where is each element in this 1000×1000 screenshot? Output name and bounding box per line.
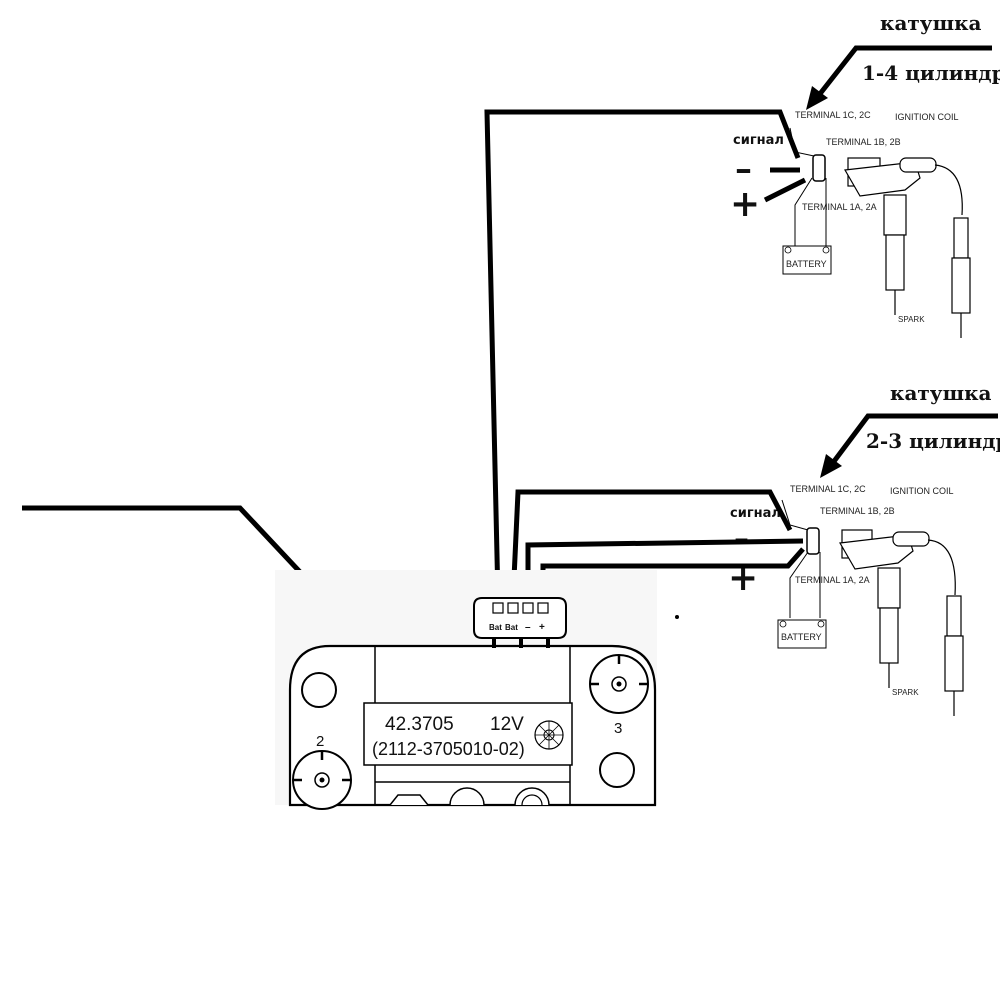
wire-bat1-to-coil-1-4 bbox=[484, 109, 801, 601]
coil-2-3-minus-label: – bbox=[734, 521, 749, 556]
connector-pin-3-socket bbox=[522, 602, 534, 614]
coil-2-3-right-plug-icon bbox=[944, 635, 964, 692]
module-mount-hole-top-left-icon bbox=[301, 672, 337, 708]
coil-1-4-ignition-coil: IGNITION COIL bbox=[895, 112, 959, 122]
connector-pin-2-label: Bat bbox=[505, 623, 518, 632]
coil-2-3-battery-minus-terminal-icon bbox=[779, 620, 787, 628]
module-gear-boss-inner-icon bbox=[521, 794, 543, 806]
coil-2-3-subtitle: 2-3 цилиндр bbox=[866, 429, 1000, 453]
coil-2-3-left-boot-icon bbox=[877, 567, 901, 609]
coil-1-4-battery-plus-terminal-icon bbox=[822, 246, 830, 254]
coil-1-4-right-boot-icon bbox=[953, 217, 969, 259]
coil-2-3-plus-label: + bbox=[728, 557, 758, 599]
wire-bat2-to-coil-2-3 bbox=[510, 489, 793, 601]
coil-2-3-arrow-head bbox=[820, 454, 842, 478]
coil-1-4-title: катушка bbox=[880, 11, 982, 35]
module-hex-nut-icon bbox=[389, 794, 429, 806]
coil-2-3-left-plug-icon bbox=[879, 607, 899, 664]
module-hv-output-2-icon bbox=[292, 750, 352, 810]
module-voltage: 12V bbox=[490, 714, 524, 735]
coil-1-4-left-boot-icon bbox=[883, 194, 907, 236]
module-output-2-label: 2 bbox=[316, 733, 324, 750]
coil-2-3-coil-cap-icon bbox=[892, 531, 930, 547]
ignition-module: Bat Bat – + 42.3705 12V (2112-3705010-02… bbox=[275, 570, 657, 810]
module-model: 42.3705 bbox=[385, 714, 454, 735]
coil-2-3-signal-label: сигнал bbox=[730, 506, 781, 521]
connector-pin-1-label: Bat bbox=[489, 623, 502, 632]
coil-2-3-battery-plus-terminal-icon bbox=[817, 620, 825, 628]
module-gear-logo-icon bbox=[534, 720, 564, 750]
coil-1-4-left-plug-icon bbox=[885, 234, 905, 291]
connector-pin-4-label: + bbox=[539, 622, 545, 633]
coil-1-4-right-plug-icon bbox=[951, 257, 971, 314]
coil-1-4-plus-wire bbox=[763, 177, 807, 203]
coil-2-3-right-boot-icon bbox=[946, 595, 962, 637]
coil-1-4-battery-minus-terminal-icon bbox=[784, 246, 792, 254]
module-round-boss-icon bbox=[449, 787, 485, 806]
coil-1-4-terminal-b: TERMINAL 1B, 2B bbox=[826, 137, 901, 147]
coil-1-4-signal-label: сигнал bbox=[733, 133, 784, 148]
connector-pin-3-label: – bbox=[525, 622, 531, 633]
module-connector bbox=[473, 597, 567, 639]
connector-pin-4-socket bbox=[537, 602, 549, 614]
coil-1-4-arrow-head bbox=[806, 86, 828, 110]
coil-2-3-arrow bbox=[824, 413, 998, 474]
coil-1-4-group: катушка 1-4 цилиндр TERMINAL 1C, 2C TERM… bbox=[730, 11, 1000, 338]
coil-1-4-subtitle: 1-4 цилиндр bbox=[862, 61, 1000, 85]
coil-2-3-terminal-b: TERMINAL 1B, 2B bbox=[820, 506, 895, 516]
coil-1-4-battery-wire bbox=[794, 177, 813, 246]
coil-1-4-plus-label: + bbox=[730, 183, 760, 225]
stray-dot bbox=[675, 615, 679, 619]
coil-1-4-arrow bbox=[810, 45, 992, 106]
coil-1-4-coil-cap-icon bbox=[899, 157, 937, 173]
coil-2-3-connector-icon bbox=[806, 527, 820, 555]
module-hv-output-3-icon bbox=[589, 654, 649, 714]
coil-1-4-terminal-a: TERMINAL 1A, 2A bbox=[802, 202, 877, 212]
coil-1-4-hv-lead bbox=[934, 164, 963, 216]
coil-1-4-spark-label: SPARK bbox=[898, 315, 925, 324]
coil-1-4-minus-label: – bbox=[735, 149, 752, 189]
connector-pin-2-socket bbox=[507, 602, 519, 614]
connector-pin-1-socket bbox=[492, 602, 504, 614]
module-output-3-label: 3 bbox=[614, 720, 622, 737]
coil-2-3-ignition-coil: IGNITION COIL bbox=[890, 486, 954, 496]
coil-2-3-spark-label: SPARK bbox=[892, 688, 919, 697]
coil-2-3-group: катушка 2-3 цилиндр TERMINAL 1C, 2C TERM… bbox=[728, 381, 1000, 716]
coil-2-3-terminal-a: TERMINAL 1A, 2A bbox=[795, 575, 870, 585]
coil-2-3-title: катушка bbox=[890, 381, 992, 405]
module-mount-hole-mid-right-icon bbox=[599, 752, 635, 788]
coil-2-3-battery-label: BATTERY bbox=[781, 632, 822, 642]
coil-1-4-battery-label: BATTERY bbox=[786, 259, 827, 269]
coil-1-4-terminal-c: TERMINAL 1C, 2C bbox=[795, 110, 871, 120]
coil-1-4-connector-icon bbox=[812, 154, 826, 182]
coil-2-3-hv-lead bbox=[927, 539, 956, 596]
coil-2-3-battery-wire bbox=[789, 551, 809, 618]
coil-2-3-terminal-c: TERMINAL 1C, 2C bbox=[790, 484, 866, 494]
module-part-number: (2112-3705010-02) bbox=[372, 739, 525, 759]
